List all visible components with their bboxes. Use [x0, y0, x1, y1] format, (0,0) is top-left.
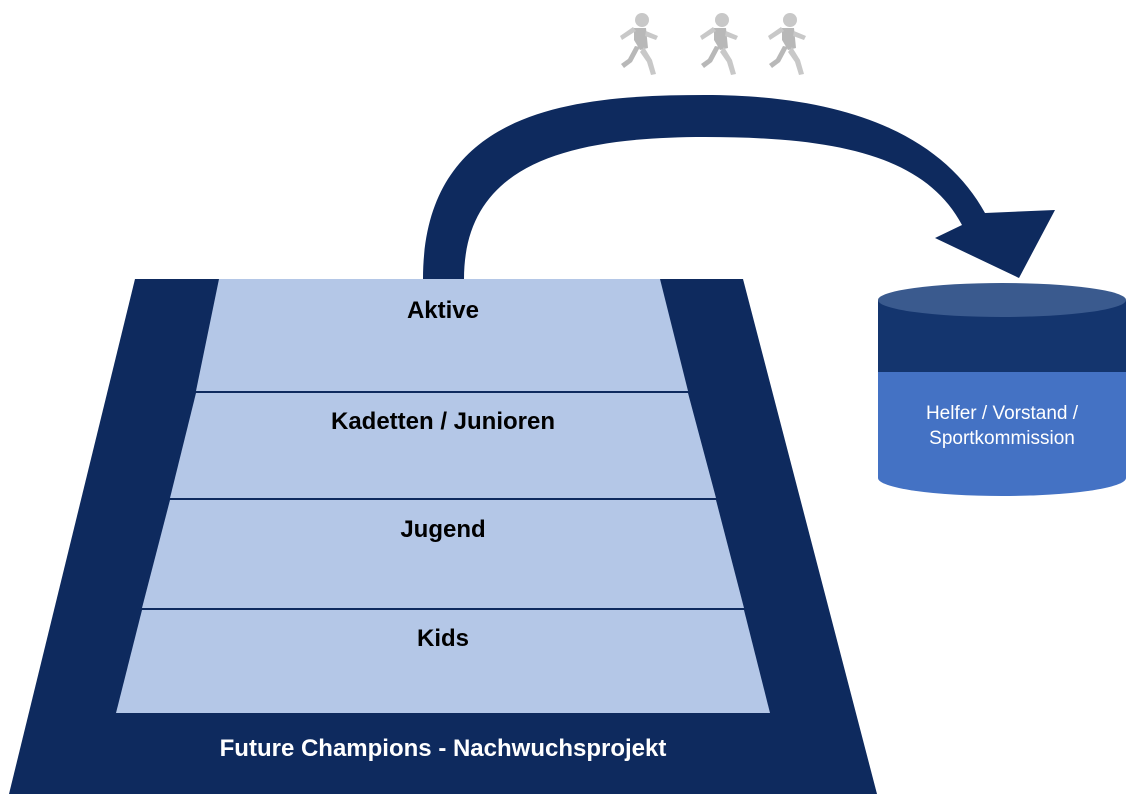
- runner-icon: [700, 13, 738, 75]
- cylinder-lower-body: [878, 370, 1126, 496]
- cylinder-top: [878, 283, 1126, 317]
- cylinder-upper-body: [878, 300, 1126, 372]
- runner-icon: [620, 13, 658, 75]
- base-label: Future Champions - Nachwuchsprojekt: [220, 735, 667, 762]
- tier-label-jugend: Jugend: [400, 516, 485, 543]
- curved-arrow: [423, 95, 1055, 279]
- tier-kids: [116, 610, 770, 713]
- cylinder-label-line1: Helfer / Vorstand /: [926, 403, 1079, 424]
- tier-aktive: [196, 279, 688, 391]
- tier-jugend: [142, 500, 744, 608]
- tier-kadetten-junioren: [170, 393, 716, 498]
- runner-icon: [768, 13, 806, 75]
- tier-label-aktive: Aktive: [407, 297, 479, 324]
- cylinder-label-line2: Sportkommission: [929, 428, 1075, 449]
- tier-label-kadetten-junioren: Kadetten / Junioren: [331, 408, 555, 435]
- cylinder-helpers: Helfer / Vorstand / Sportkommission: [878, 283, 1126, 496]
- tier-label-kids: Kids: [417, 625, 469, 652]
